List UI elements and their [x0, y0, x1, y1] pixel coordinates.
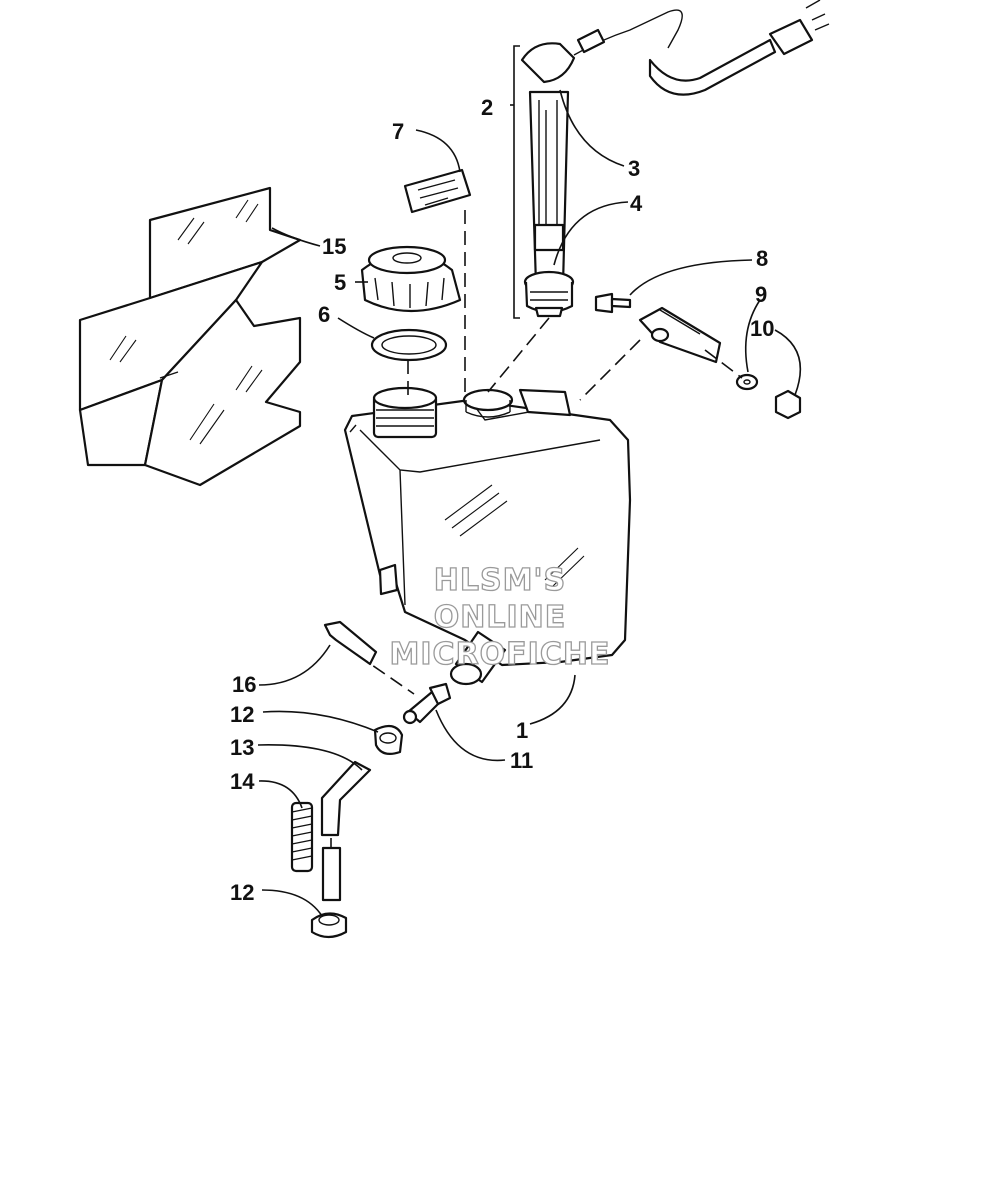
fitting-part-11 — [402, 682, 452, 725]
gasket-part-6 — [370, 328, 448, 362]
watermark-line-2: ONLINE — [434, 600, 567, 635]
hose-part-13 — [320, 760, 372, 902]
spring-part-14 — [290, 801, 314, 873]
mounting-hardware-parts-8-9-10 — [594, 292, 802, 420]
callout-16: 16 — [232, 672, 256, 697]
callout-10: 10 — [750, 316, 774, 341]
oil-level-gauge-part-2 — [520, 0, 830, 287]
callout-4: 4 — [630, 191, 643, 216]
callout-12-upper: 12 — [230, 702, 254, 727]
grommet-part-4 — [523, 270, 575, 318]
leader-lines — [257, 45, 802, 917]
callout-8: 8 — [756, 246, 768, 271]
callout-2: 2 — [481, 95, 493, 120]
callout-15: 15 — [322, 234, 346, 259]
callout-1: 1 — [516, 718, 528, 743]
watermark: HLSM'S ONLINE MICROFICHE — [389, 562, 611, 672]
clamp-part-12-upper — [373, 724, 404, 755]
callout-5: 5 — [334, 270, 346, 295]
clamp-part-12-lower — [310, 912, 348, 939]
callout-6: 6 — [318, 302, 330, 327]
watermark-line-3: MICROFICHE — [390, 637, 611, 672]
oil-tank-part-1 — [343, 386, 632, 686]
watermark-line-1: HLSM'S — [434, 563, 566, 598]
heat-shield-part-15 — [78, 186, 302, 487]
clip-part-16 — [323, 620, 378, 666]
callout-14: 14 — [230, 769, 255, 794]
callout-12-lower: 12 — [230, 880, 254, 905]
decal-part-7 — [403, 168, 472, 214]
assembly-lines — [330, 210, 743, 848]
callout-13: 13 — [230, 735, 254, 760]
callout-11: 11 — [510, 748, 533, 773]
callout-labels: 1 2 3 4 5 6 7 8 9 10 11 12 12 13 14 15 1… — [230, 95, 774, 905]
callout-3: 3 — [628, 156, 640, 181]
callout-7: 7 — [392, 119, 404, 144]
filler-cap-part-5 — [360, 245, 462, 313]
callout-9: 9 — [755, 282, 767, 307]
